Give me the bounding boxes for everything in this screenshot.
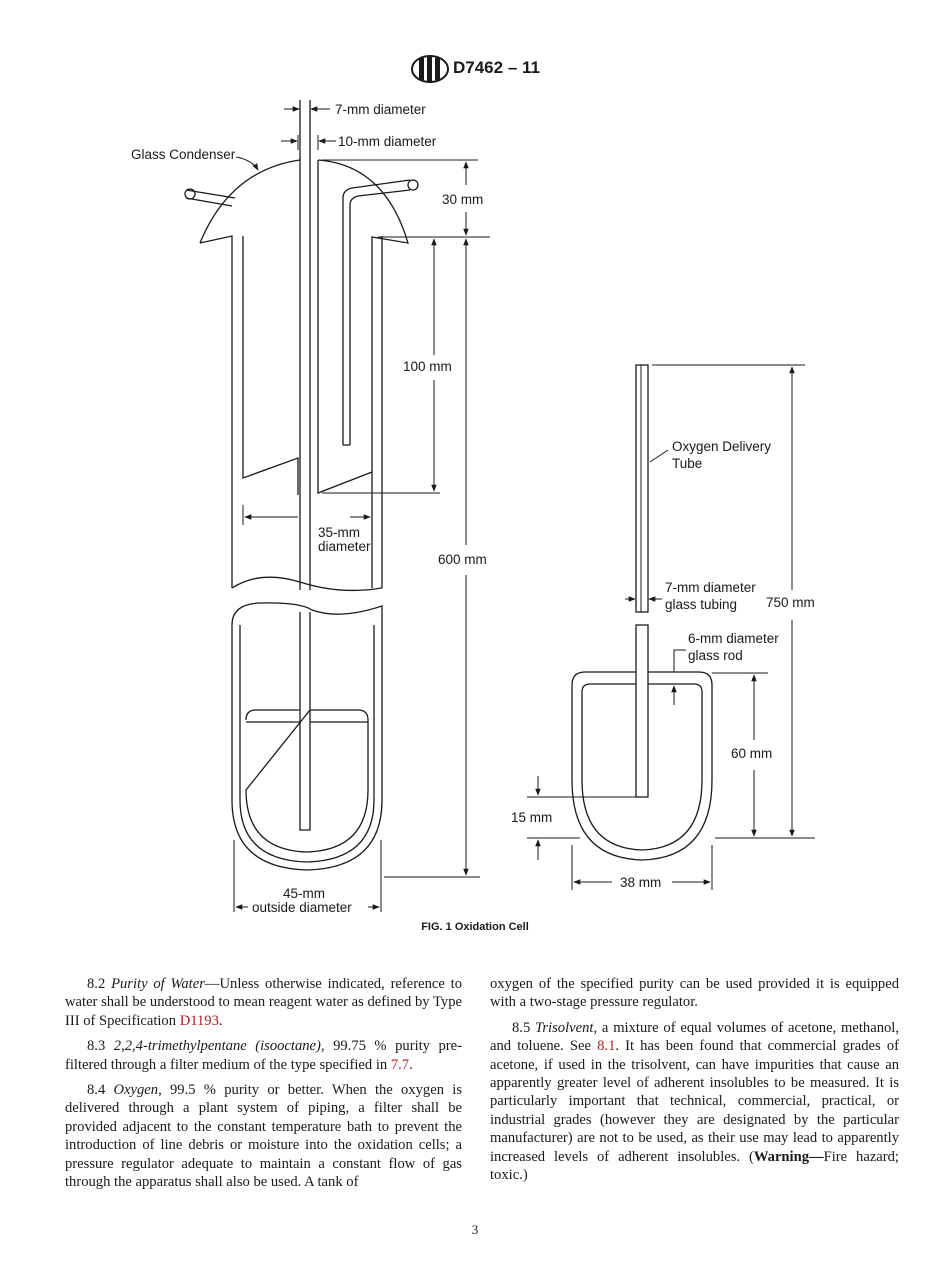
label-35mm: 35-mm [318,525,360,540]
link-8-1[interactable]: 8.1 [597,1038,616,1055]
punct: . [218,1012,223,1029]
warning-label: Warning— [753,1148,824,1165]
warning-text: Fire hazard; toxic.) [490,1148,899,1184]
label-tubing-diameter: 7-mm diameter [665,580,756,595]
section-8-4-continued: oxygen of the specified purity can be us… [490,976,899,1011]
label-oxygen-delivery: Oxygen Delivery [672,439,771,454]
document-designation: D7462 – 11 [453,58,540,77]
figure-caption: FIG. 1 Oxidation Cell [421,921,529,933]
section-text: a mixture of equal volumes of acetone, m… [490,1019,900,1055]
right-column: oxygen of the specified purity can be us… [490,975,899,1191]
link-7-7[interactable]: 7.7 [390,1056,410,1073]
section-text: —Unless otherwise indicated, reference t… [65,976,463,1029]
label-600mm: 600 mm [438,552,487,567]
section-title: Purity of Water [111,976,205,992]
label-100mm: 100 mm [403,359,452,374]
astm-logo [411,55,449,83]
label-glass-rod: glass rod [688,648,743,663]
section-8-3: 8.3 2,2,4-trimethylpentane (isooctane), … [65,1037,462,1074]
page-number: 3 [471,1222,479,1237]
section-title: Trisolvent, [535,1019,598,1036]
section-number: 8.5 [512,1019,536,1036]
label-glass-tubing: glass tubing [665,597,737,612]
oxygen-delivery-tube-drawing [571,364,713,861]
label-38mm: 38 mm [620,875,661,890]
section-8-4: 8.4 Oxygen, 99.5 % purity or better. Whe… [65,1081,462,1191]
label-30mm: 30 mm [442,192,483,207]
label-60mm: 60 mm [731,746,772,761]
dimension-lines [233,100,815,912]
section-text: 99.75 % purity pre-filtered through a fi… [65,1038,462,1073]
punct: . [409,1056,413,1073]
label-tube: Tube [672,456,702,471]
label-rod-diameter: 6-mm diameter [688,631,779,646]
oxidation-cell-figure: 7-mm diameter 10-mm diameter Glass Conde… [131,100,815,915]
section-number: 8.3 [87,1038,114,1055]
section-number: 8.2 [87,976,112,992]
label-10mm-diameter: 10-mm diameter [338,134,437,149]
label-glass-condenser: Glass Condenser [131,147,236,162]
link-d1193[interactable]: D1193 [179,1012,219,1029]
section-text: 99.5 % purity or better. When the oxygen… [65,1082,463,1191]
label-7mm-diameter: 7-mm diameter [335,102,426,117]
label-45mm: 45-mm [283,886,325,901]
section-title: 2,2,4-trimethylpentane (isooctane), [113,1038,325,1055]
label-15mm: 15 mm [511,810,552,825]
figure-labels: 7-mm diameter 10-mm diameter Glass Conde… [131,102,815,915]
label-35mm-diameter: diameter [318,539,371,554]
label-750mm: 750 mm [766,595,815,610]
condenser-drawing [184,100,419,871]
section-8-2: 8.2 Purity of Water—Unless otherwise ind… [65,975,462,1030]
section-8-5: 8.5 Trisolvent, a mixture of equal volum… [490,1019,899,1185]
left-column: 8.2 Purity of Water—Unless otherwise ind… [65,975,462,1198]
page-header [0,55,950,85]
section-number: 8.4 [87,1082,114,1099]
label-outside-diameter: outside diameter [252,900,352,915]
section-title: Oxygen, [113,1082,162,1099]
section-text: . It has been found that commercial grad… [490,1038,899,1165]
